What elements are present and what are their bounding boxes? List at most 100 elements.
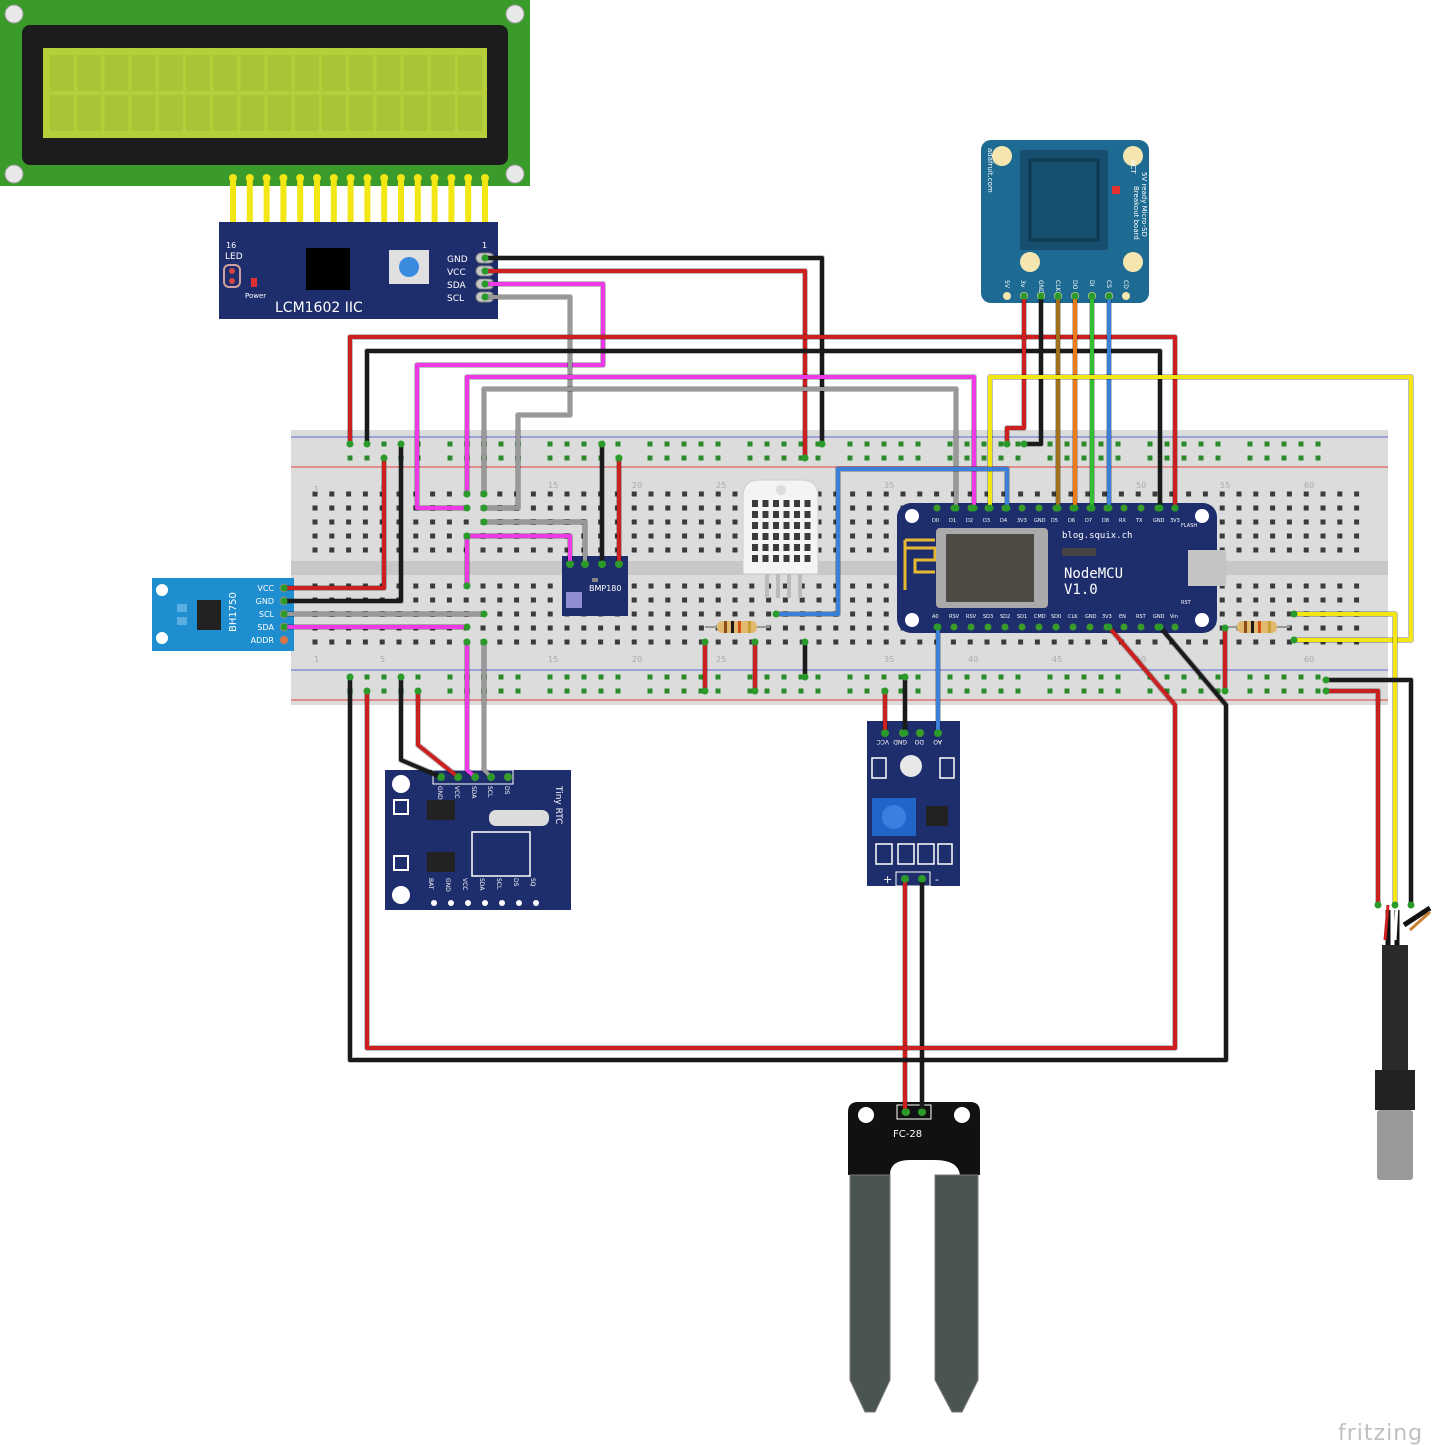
nodemcu-title: NodeMCU [1064,566,1123,582]
breadboard-hole [850,611,856,617]
breadboard-hole [1264,441,1270,447]
breadboard-hole [898,674,904,680]
lcd-pin-end [329,174,338,182]
breadboard-hole [682,505,688,511]
wire-end [598,560,606,568]
wire-end [986,504,994,512]
breadboard-hole [715,441,721,447]
breadboard-hole [664,674,670,680]
breadboard-hole [915,455,921,461]
breadboard-hole [764,674,770,680]
mounting-hole-icon [1123,146,1143,166]
breadboard-hole [497,491,503,497]
breadboard-hole [1034,491,1040,497]
breadboard-hole [631,597,637,603]
wire-end [397,673,405,681]
breadboard-hole [798,441,804,447]
breadboard-hole [665,597,671,603]
column-label: 50 [1136,655,1146,664]
breadboard-hole [648,519,654,525]
nodemcu-pin-label: 3V3 [1170,518,1180,524]
sd-pin-label: CD [1122,280,1129,289]
wire-end [463,504,471,512]
breadboard-hole [1236,611,1242,617]
wire-end [1290,610,1298,618]
probe-tip [1377,1110,1413,1180]
breadboard-hole [866,491,872,497]
wire-end [1290,636,1298,644]
breadboard-hole [799,597,805,603]
wire-end [615,454,623,462]
nodemcu-pin-label: D2 [966,518,973,524]
column-label: 35 [884,655,894,664]
breadboard-hole [682,547,688,553]
breadboard-hole [715,547,721,553]
breadboard-hole [1001,491,1007,497]
wire-end [363,687,371,695]
breadboard-hole [581,505,587,511]
column-label: 5 [380,655,385,664]
breadboard-hole [598,639,604,645]
breadboard-hole [698,688,704,694]
breadboard-hole [664,455,670,461]
grille-slot [804,544,811,551]
nodemcu-pin-label: RSV [949,614,960,620]
breadboard-hole [547,611,553,617]
wire-end [881,687,889,695]
breadboard-hole [1081,455,1087,461]
column-label: 25 [716,481,726,490]
breadboard-hole [698,583,704,589]
breadboard-hole [564,505,570,511]
breadboard-hole [1337,519,1343,525]
i2c-sda-wire [465,375,976,510]
lcd-cell [186,55,210,91]
breadboard-hole [648,533,654,539]
breadboard-hole [1303,519,1309,525]
breadboard-hole [981,441,987,447]
lcd-cell [213,55,238,91]
grille-slot [794,522,800,529]
breadboard-hole [749,611,755,617]
breadboard-hole [1085,639,1091,645]
grille-slot [752,533,758,540]
rail-gnd-wire [365,349,1162,510]
lcd-cell [376,95,401,131]
wire-end [1003,440,1011,448]
breadboard-hole [815,455,821,461]
breadboard-hole [850,491,856,497]
rtc-pin-label: BAT [427,878,434,890]
lcd-cell [322,95,346,131]
breadboard-hole [764,455,770,461]
breadboard-hole [698,519,704,525]
wire-end [1156,623,1164,631]
nodemcu-pin-label: RSV [966,614,977,620]
breadboard-hole [446,533,452,539]
breadboard-hole [381,441,387,447]
nodemcu-pin [1069,623,1077,631]
breadboard-hole [547,491,553,497]
breadboard-hole [581,674,587,680]
breadboard-hole [648,597,654,603]
nodemcu-pin [950,623,958,631]
column-label: 40 [968,655,978,664]
breadboard-hole [782,639,788,645]
breadboard-hole [480,547,486,553]
breadboard-hole [1219,491,1225,497]
probe-gnd-wire [1324,678,1413,907]
breadboard-hole [981,674,987,680]
breadboard-hole [631,611,637,617]
wire-end [463,532,471,540]
sd-card-module: ACT 5V ready Micro-SD Breakout board ada… [981,140,1149,303]
breadboard-hole [698,505,704,511]
breadboard-hole [1236,533,1242,539]
breadboard-hole [764,688,770,694]
breadboard-hole [631,583,637,589]
nodemcu-pin-label: 3V3 [1017,518,1027,524]
breadboard-hole [447,688,453,694]
breadboard-hole [847,674,853,680]
wire-end [414,687,422,695]
breadboard-hole [864,674,870,680]
grille-slot [783,511,790,518]
breadboard-hole [864,441,870,447]
breadboard-hole [312,491,318,497]
